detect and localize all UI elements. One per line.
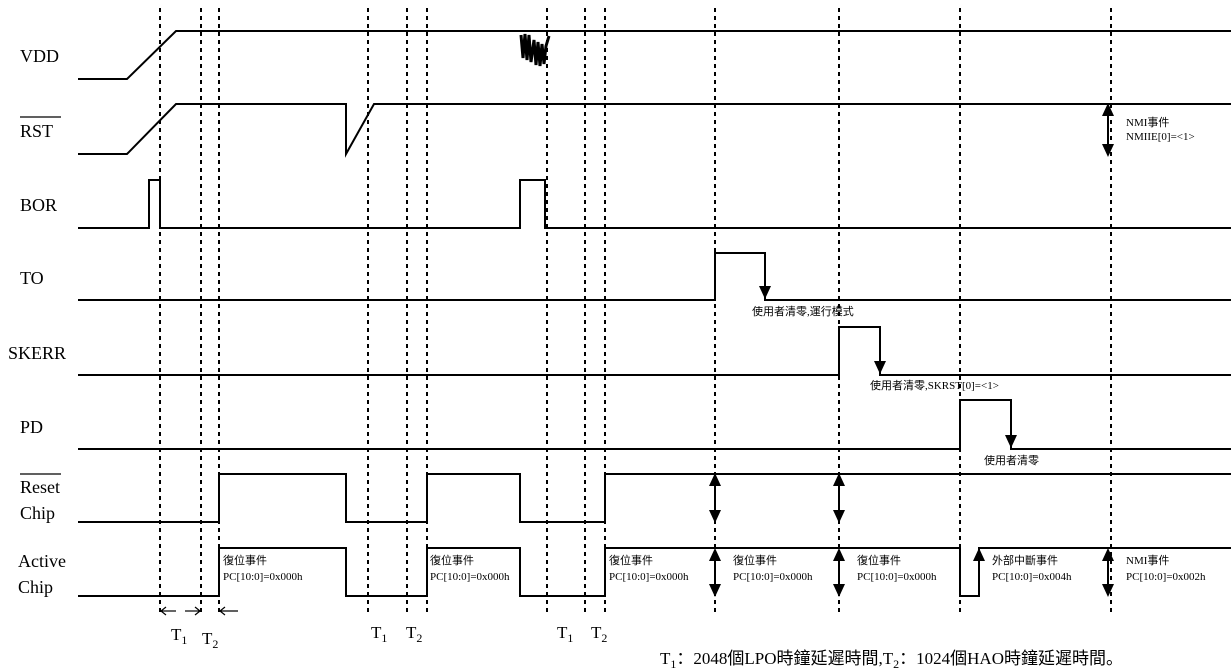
bor-waveform	[78, 179, 1231, 229]
double-arrow-up	[833, 548, 845, 561]
t1-label: T1	[171, 625, 187, 647]
event-title: 復位事件	[223, 553, 267, 567]
reset-chip-waveform	[78, 473, 1231, 523]
double-arrow-down	[709, 584, 721, 597]
nmiie-label: NMIIE[0]=<1>	[1126, 131, 1195, 143]
double-arrow-down	[1102, 584, 1114, 597]
reset-chip-label-line2: Chip	[20, 503, 55, 523]
interrupt-arrow-head	[973, 548, 985, 561]
active-chip-label-line1: Active	[18, 551, 66, 571]
event-title: 復位事件	[609, 553, 653, 567]
guide-lines	[159, 8, 1112, 612]
pd-label: PD	[20, 417, 43, 437]
double-arrow-up	[833, 473, 845, 486]
event-pc: PC[10:0]=0x000h	[430, 571, 510, 583]
event-title: 復位事件	[733, 553, 777, 567]
skerr-clear-label: 使用者清零,SKRST[0]=<1>	[870, 379, 999, 392]
double-arrow-down	[1102, 144, 1114, 157]
double-arrow-down	[833, 584, 845, 597]
rst-label: RST	[20, 121, 53, 141]
event-title: 復位事件	[430, 553, 474, 567]
event-pc: PC[10:0]=0x000h	[857, 571, 937, 583]
event-pc: PC[10:0]=0x002h	[1126, 571, 1206, 583]
event-title: 復位事件	[857, 553, 901, 567]
pd-clear-label: 使用者清零	[984, 454, 1039, 467]
t1-label: T1	[557, 623, 573, 645]
nmi-event-label: NMI事件	[1126, 116, 1169, 129]
vdd-waveform	[78, 30, 1231, 80]
t2-label: T2	[591, 623, 607, 645]
t1-label: T1	[371, 623, 387, 645]
double-arrow-up	[709, 548, 721, 561]
t2-label: T2	[202, 629, 218, 651]
double-arrow-up	[1102, 103, 1114, 116]
double-arrow-down	[833, 510, 845, 523]
event-pc: PC[10:0]=0x004h	[992, 571, 1072, 583]
event-pc: PC[10:0]=0x000h	[733, 571, 813, 583]
reset-chip-label-line1: Reset	[20, 477, 60, 497]
active-event-labels: 復位事件 PC[10:0]=0x000h 復位事件 PC[10:0]=0x000…	[223, 553, 1206, 583]
rst-waveform	[78, 103, 1231, 158]
to-label: TO	[20, 268, 44, 288]
event-pc: PC[10:0]=0x000h	[223, 571, 303, 583]
double-arrow-up	[709, 473, 721, 486]
double-arrow-up	[1102, 548, 1114, 561]
skerr-label: SKERR	[8, 343, 66, 363]
pd-arrow-head	[1005, 435, 1017, 448]
active-chip-label-line2: Chip	[18, 577, 53, 597]
skerr-waveform	[78, 326, 1231, 376]
event-title: 外部中斷事件	[992, 553, 1058, 567]
t2-label: T2	[406, 623, 422, 645]
footnote: T1：2048個LPO時鐘延遲時間,T2：1024個HAO時鐘延遲時間。	[660, 649, 1123, 671]
event-title: NMI事件	[1126, 554, 1169, 567]
to-clear-label: 使用者清零,運行模式	[752, 305, 854, 318]
active-chip-waveform	[78, 547, 1231, 597]
t-labels: T1 T2 T1 T2 T1 T2	[171, 623, 607, 651]
timing-arrows	[160, 606, 238, 616]
bor-label: BOR	[20, 195, 57, 215]
double-arrow-down	[709, 510, 721, 523]
to-waveform	[78, 252, 1231, 301]
skerr-arrow-head	[874, 361, 886, 374]
double-arrows	[709, 103, 1114, 597]
event-pc: PC[10:0]=0x000h	[609, 571, 689, 583]
vdd-glitch	[519, 33, 551, 67]
pd-waveform	[78, 399, 1231, 450]
to-arrow-head	[759, 286, 771, 299]
vdd-label: VDD	[20, 46, 59, 66]
